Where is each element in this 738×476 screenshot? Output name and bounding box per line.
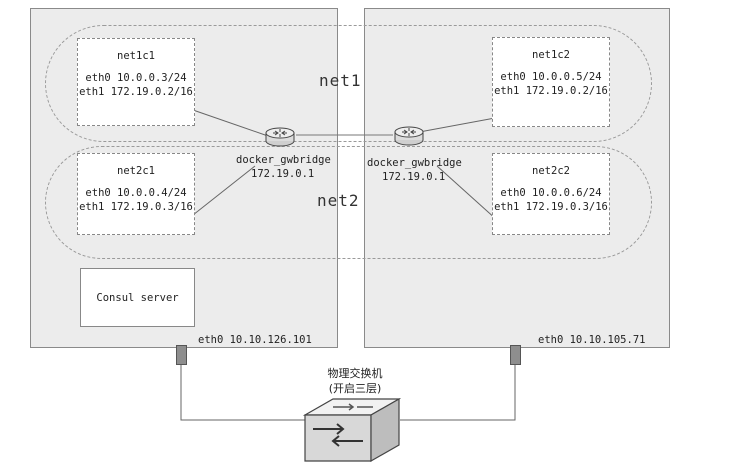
router-icon [265,127,295,147]
container-name: net1c2 [532,49,570,61]
container-eth1: eth1 172.19.0.3/16 [494,201,608,213]
container-eth1: eth1 172.19.0.3/16 [79,201,193,213]
left-bridge-ip: 172.19.0.1 [251,168,315,180]
right-bridge-ip: 172.19.0.1 [382,171,446,183]
container-net2c1: net2c1 eth0 10.0.0.4/24 eth1 172.19.0.3/… [77,153,195,235]
net1-overlay [45,25,652,142]
switch-label-line2: (开启三层) [328,382,382,395]
consul-server-box: Consul server [80,268,195,327]
switch-label-line1: 物理交换机 [327,367,383,380]
net1-label: net1 [319,71,362,90]
consul-server-label: Consul server [96,291,179,304]
container-eth0: eth0 10.0.0.3/24 [85,72,187,84]
container-eth0: eth0 10.0.0.6/24 [500,187,602,199]
container-net1c2: net1c2 eth0 10.0.0.5/24 eth1 172.19.0.2/… [492,37,610,127]
container-name: net1c1 [117,50,155,62]
container-net2c2: net2c2 eth0 10.0.0.6/24 eth1 172.19.0.3/… [492,153,610,235]
right-host-port [510,345,521,365]
net2-overlay [45,146,652,259]
container-eth1: eth1 172.19.0.2/16 [79,86,193,98]
container-net1c1: net1c1 eth0 10.0.0.3/24 eth1 172.19.0.2/… [77,38,195,126]
container-eth0: eth0 10.0.0.5/24 [500,71,602,83]
left-bridge-name: docker_gwbridge [236,154,331,166]
l3-switch-icon [303,397,401,463]
right-host-eth0: eth0 10.10.105.71 [538,334,646,346]
left-host-port [176,345,187,365]
container-name: net2c2 [532,165,570,177]
physical-switch-label: 物理交换机 (开启三层) [305,366,405,396]
router-icon [394,126,424,146]
container-name: net2c1 [117,165,155,177]
container-eth0: eth0 10.0.0.4/24 [85,187,187,199]
container-eth1: eth1 172.19.0.2/16 [494,85,608,97]
left-host-eth0: eth0 10.10.126.101 [198,334,312,346]
net2-label: net2 [317,191,360,210]
right-bridge-name: docker_gwbridge [367,157,462,169]
